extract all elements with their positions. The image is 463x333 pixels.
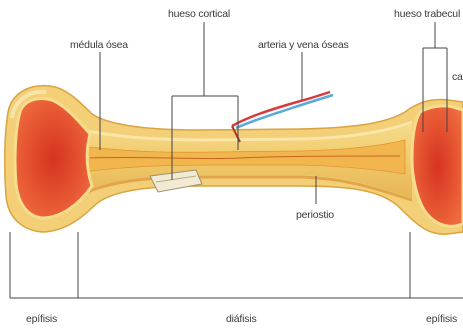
label-periostio: periostio [296, 209, 334, 221]
vein-vessel [236, 95, 333, 128]
label-arteria-vena: arteria y vena óseas [258, 39, 349, 51]
artery-vessel [232, 92, 330, 126]
label-hueso-cortical: hueso cortical [168, 8, 230, 20]
label-epifisis-right: epífisis [426, 313, 457, 325]
label-epifisis-left: epífisis [26, 313, 57, 325]
label-diafisis: diáfisis [226, 313, 257, 325]
label-cartilage-partial: ca [452, 71, 463, 83]
label-hueso-trabecular: hueso trabecul [394, 8, 460, 20]
label-medula-osea: médula ósea [70, 39, 128, 51]
